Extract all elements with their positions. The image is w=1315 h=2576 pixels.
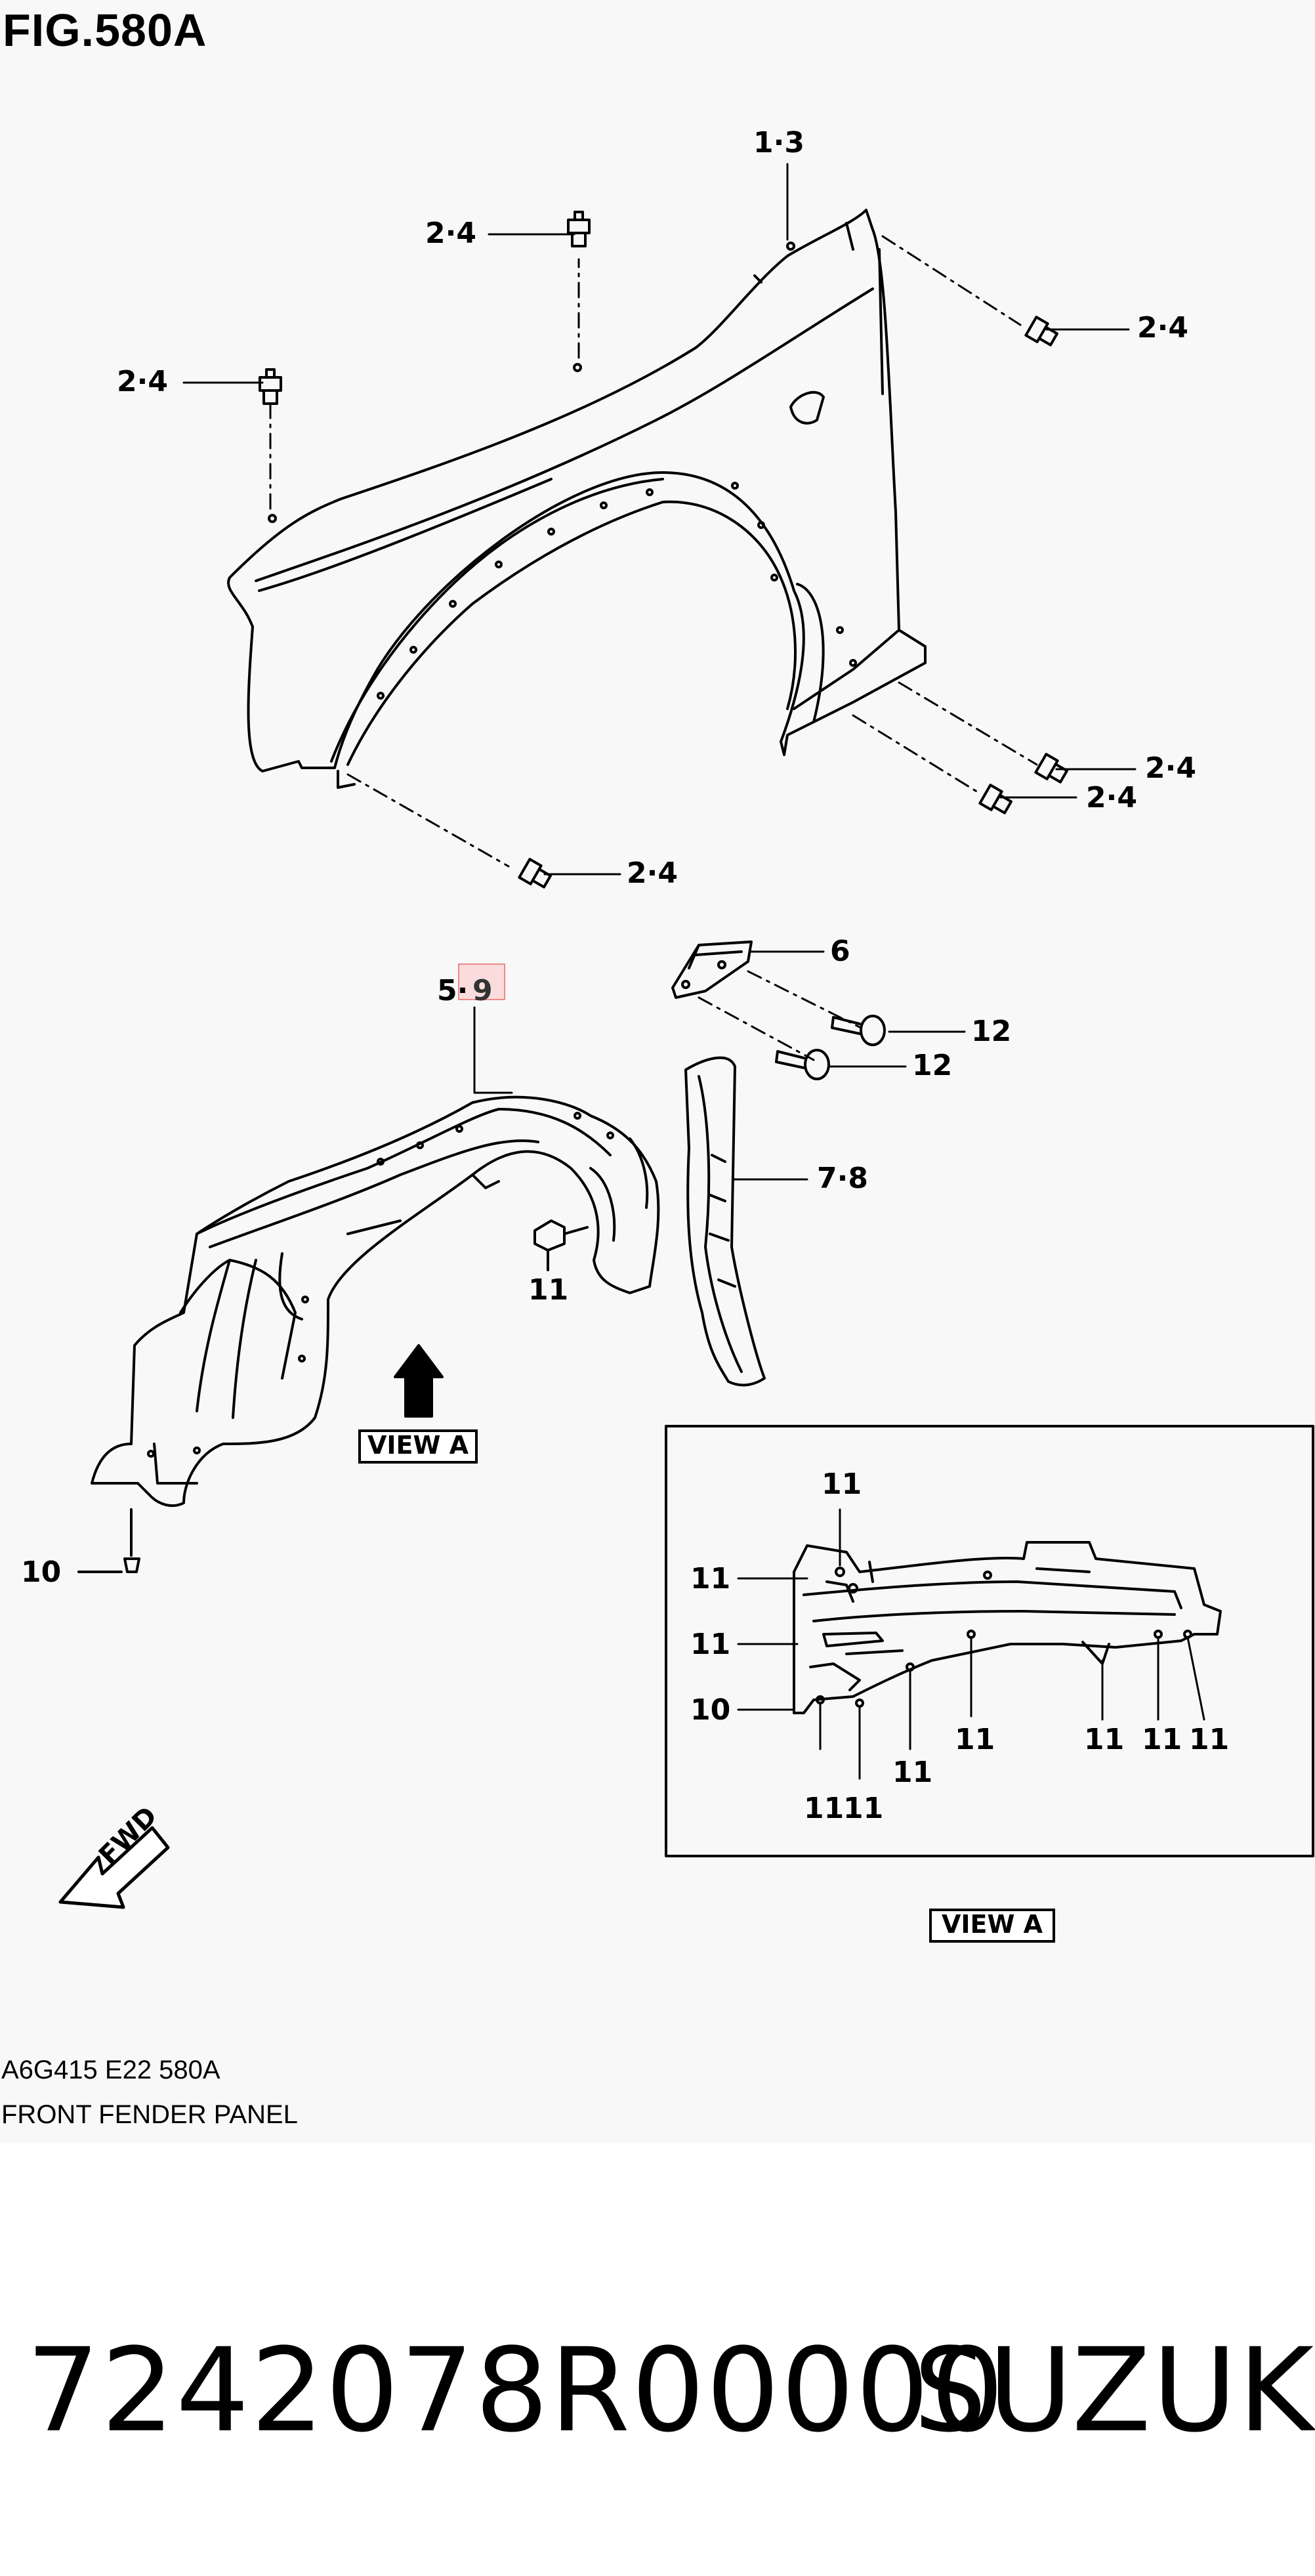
inset-label-11: 11 — [1189, 1723, 1230, 1756]
inset-label-4: 10 — [690, 1693, 731, 1727]
fender-clip — [533, 1219, 589, 1271]
callout-bolt-top: 2·4 — [425, 217, 476, 250]
inset-liner-view — [793, 1541, 1222, 1714]
diagram-code: A6G415 E22 580A — [1, 2056, 220, 2084]
tapping-screw — [77, 1508, 140, 1573]
part-number: 7242078R00000 — [26, 2323, 1006, 2458]
callout-bolt-bottom: 2·4 — [627, 856, 678, 890]
inset-frame — [665, 1425, 1314, 1857]
trim-screws — [775, 1015, 886, 1080]
inset-label-10: 11 — [1142, 1723, 1182, 1756]
fwd-arrow — [58, 1826, 170, 1909]
inset-label-2: 11 — [690, 1562, 731, 1595]
diagram-area — [0, 0, 1315, 2143]
fender-bracket — [671, 940, 753, 999]
fender-leader-lines — [182, 163, 1137, 876]
diagram-name: FRONT FENDER PANEL — [1, 2100, 298, 2129]
inset-label-9: 11 — [1084, 1723, 1125, 1756]
callout-screw-a: 12 — [971, 1015, 1012, 1048]
callout-screw-b: 12 — [912, 1049, 953, 1082]
callout-clip: 11 — [528, 1273, 569, 1307]
inset-label-3: 11 — [690, 1628, 731, 1661]
callout-seal: 7·8 — [817, 1162, 868, 1195]
front-fender-panel — [227, 209, 927, 789]
inset-label-5: 11 — [804, 1792, 845, 1825]
callout-bolt-right-lower-a: 2·4 — [1145, 751, 1196, 785]
highlight-marker — [458, 963, 505, 1000]
callout-fender: 1·3 — [753, 126, 804, 159]
view-direction-arrow — [394, 1344, 444, 1418]
callout-liner-highlight: 9 — [472, 974, 493, 1007]
inset-label-7: 11 — [892, 1756, 933, 1789]
view-a-label-inset: VIEW A — [929, 1909, 1055, 1943]
view-a-label-main: VIEW A — [358, 1429, 478, 1464]
flange-bolts — [259, 211, 1068, 889]
bracket-leader-lines — [698, 950, 966, 1068]
liner-leader-lines — [473, 1006, 513, 1094]
callout-bracket: 6 — [830, 935, 850, 968]
fender-liner — [91, 1095, 660, 1508]
callout-bolt-right-upper: 2·4 — [1137, 311, 1188, 345]
callout-liner-prefix: 5· — [437, 974, 469, 1007]
inset-label-1: 11 — [822, 1467, 862, 1501]
inset-label-8: 11 — [955, 1723, 995, 1756]
fender-seal — [684, 1056, 766, 1387]
inset-label-6: 11 — [843, 1792, 884, 1825]
callout-bolt-upper-left: 2·4 — [117, 365, 168, 398]
callout-screw: 10 — [21, 1555, 62, 1589]
inset-leader-lines — [737, 1508, 1205, 1780]
brand-name: SUZUKI — [913, 2323, 1315, 2458]
figure-title: FIG.580A — [3, 5, 207, 56]
callout-bolt-right-lower-b: 2·4 — [1086, 781, 1137, 814]
